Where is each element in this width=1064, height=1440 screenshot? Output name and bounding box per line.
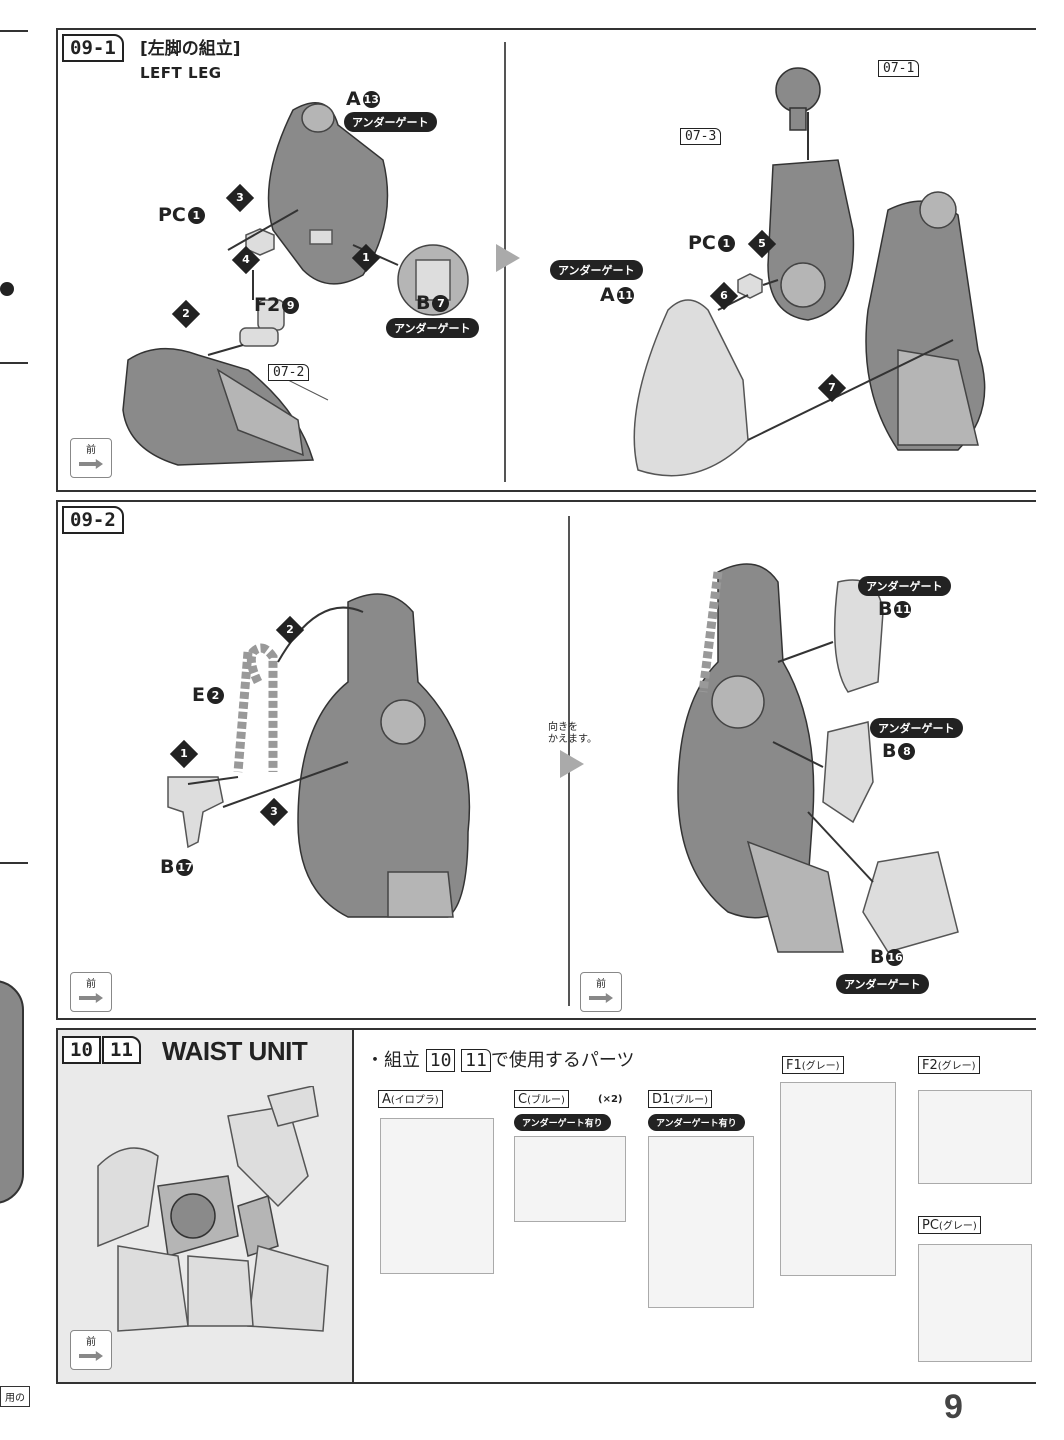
runner-c-quantity: (×2) — [598, 1094, 623, 1105]
ref-07-3: 07-3 — [680, 128, 722, 145]
left-edge-line-2 — [0, 362, 28, 364]
step-num-1: 1 — [351, 243, 381, 273]
page-number: 9 — [944, 1388, 963, 1426]
runner-label-pc: PC(グレー) — [918, 1216, 981, 1234]
cable-step-num-2: 2 — [275, 615, 305, 645]
step-badge-09-2: 09-2 — [62, 506, 124, 534]
runner-label-f1: F1(グレー) — [782, 1056, 844, 1074]
under-gate-tag-b11: アンダーゲート — [858, 576, 951, 596]
cable-step-num-3: 3 — [259, 797, 289, 827]
step-num-6: 6 — [709, 281, 739, 311]
left-edge-badge — [0, 282, 14, 296]
runner-c-note: アンダーゲート有り — [514, 1114, 611, 1131]
front-direction-icon-3: 前 — [580, 972, 622, 1012]
left-leg-parts-illustration — [122, 102, 469, 466]
step-num-2: 2 — [171, 299, 201, 329]
ref-07-1: 07-1 — [878, 60, 920, 77]
runner-a — [380, 1118, 494, 1274]
waist-unit-illustration — [97, 1086, 329, 1332]
runner-pc — [918, 1244, 1032, 1362]
next-step-arrow-2 — [560, 750, 584, 778]
runner-f1 — [780, 1082, 896, 1276]
left-edge-line-1 — [0, 30, 28, 32]
front-direction-icon-2: 前 — [70, 972, 112, 1012]
left-strip-text: 用の — [0, 1386, 30, 1407]
step-num-5: 5 — [747, 229, 777, 259]
step-badge-10: 10 — [62, 1036, 101, 1064]
front-direction-icon-4: 前 — [70, 1330, 112, 1370]
runner-f2 — [918, 1090, 1032, 1184]
runner-c — [514, 1136, 626, 1222]
ref-07-2: 07-2 — [268, 364, 310, 381]
step-title-jp: [左脚の組立] — [140, 39, 241, 59]
left-edge-shape — [0, 980, 24, 1204]
step-num-7: 7 — [817, 373, 847, 403]
cable-step-num-1: 1 — [169, 739, 199, 769]
step-num-4: 4 — [231, 245, 261, 275]
leg-cable-illustration — [167, 593, 471, 918]
front-direction-icon-1: 前 — [70, 438, 112, 478]
under-gate-tag-a11: アンダーゲート — [550, 260, 643, 280]
turn-note-line-2: かえます。 — [548, 734, 597, 745]
step-num-3: 3 — [225, 183, 255, 213]
turn-note: 向きを かえます。 — [548, 722, 597, 746]
next-step-arrow-1 — [496, 244, 520, 272]
leg-armor-illustration — [677, 563, 959, 953]
runner-label-f2: F2(グレー) — [918, 1056, 980, 1074]
turn-note-line-1: 向きを — [548, 722, 578, 733]
runner-label-c: C(ブルー) — [514, 1090, 569, 1108]
under-gate-tag-b16: アンダーゲート — [836, 974, 929, 994]
under-gate-tag-b7: アンダーゲート — [386, 318, 479, 338]
under-gate-tag-b8: アンダーゲート — [870, 718, 963, 738]
step-badge-09-1: 09-1 — [62, 34, 124, 62]
runner-d1 — [648, 1136, 754, 1308]
left-leg-assembly-illustration — [633, 67, 986, 477]
left-edge-line-3 — [0, 862, 28, 864]
runner-label-a: A(イロプラ) — [378, 1090, 443, 1108]
runner-label-d1: D1(ブルー) — [648, 1090, 713, 1108]
step-title-en: LEFT LEG — [140, 64, 222, 82]
step-badge-11: 11 — [102, 1036, 141, 1064]
waist-unit-title: WAIST UNIT — [162, 1036, 308, 1066]
runner-d1-note: アンダーゲート有り — [648, 1114, 745, 1131]
under-gate-tag-a13: アンダーゲート — [344, 112, 437, 132]
